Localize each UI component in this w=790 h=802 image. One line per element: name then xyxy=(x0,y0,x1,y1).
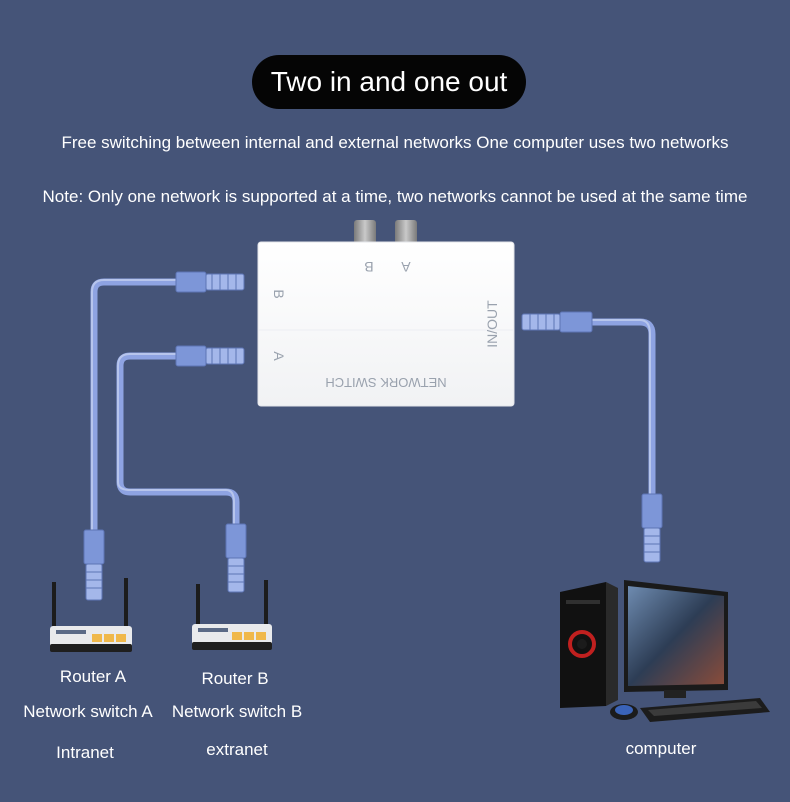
plug-computer xyxy=(641,493,663,563)
title-badge: Two in and one out xyxy=(252,55,526,109)
plug-b-left xyxy=(175,271,245,293)
plug-router-b xyxy=(225,523,247,593)
router-b-icon xyxy=(192,580,272,650)
subtitle-text: Free switching between internal and exte… xyxy=(61,133,729,152)
router-b-network: extranet xyxy=(206,740,268,759)
knob-b-label: B xyxy=(364,259,373,275)
cable-a xyxy=(116,352,240,544)
port-a-label: A xyxy=(271,351,287,361)
knob-a-label: A xyxy=(401,259,411,275)
router-a-type: Network switch A xyxy=(23,702,153,721)
plug-router-a xyxy=(83,529,105,601)
plug-inout-right xyxy=(521,311,593,333)
cable-b xyxy=(90,278,182,544)
router-a-name: Router A xyxy=(59,667,127,686)
router-b-name: Router B xyxy=(201,669,269,688)
computer-label: computer xyxy=(625,739,697,758)
note-text: Note: Only one network is supported at a… xyxy=(42,187,748,206)
router-b-type: Network switch B xyxy=(171,702,303,721)
cable-inout xyxy=(586,318,656,500)
plug-a-left xyxy=(175,345,245,367)
device-name: NETWORK SWITCH xyxy=(325,375,446,390)
router-a-icon xyxy=(50,578,132,652)
title-text: Two in and one out xyxy=(270,66,508,97)
network-switch-box xyxy=(257,241,515,407)
router-a-network: Intranet xyxy=(56,743,114,762)
port-b-label: B xyxy=(271,289,287,298)
computer-icon xyxy=(560,580,770,722)
port-inout-label: IN/OUT xyxy=(484,300,500,348)
